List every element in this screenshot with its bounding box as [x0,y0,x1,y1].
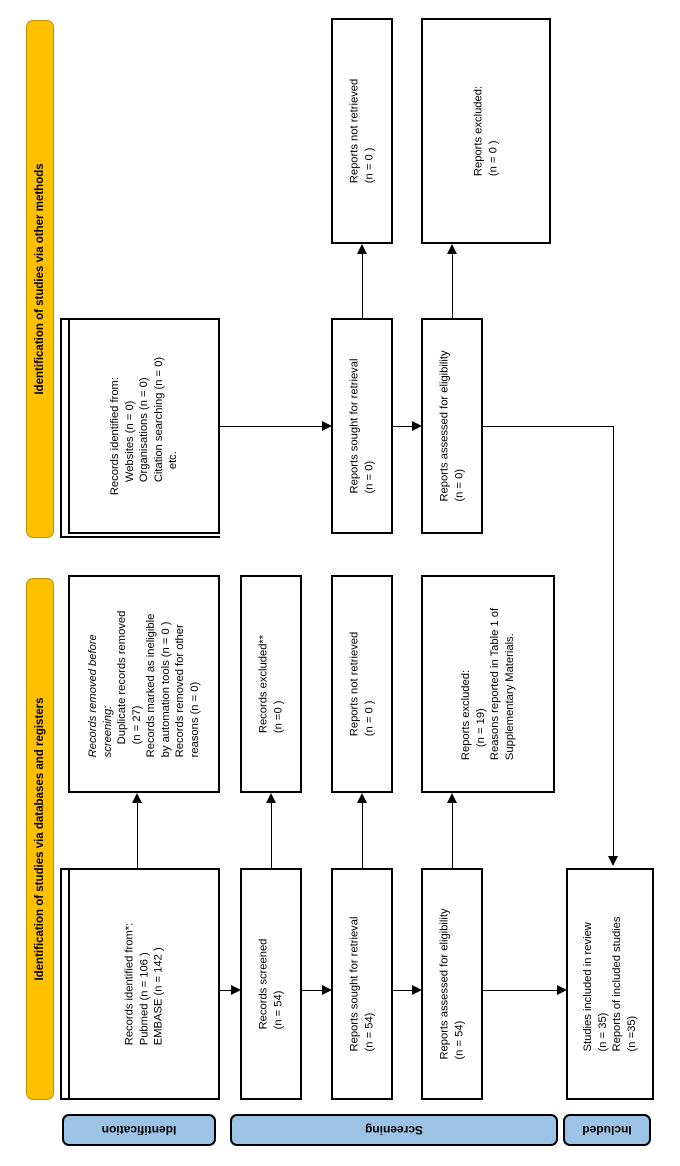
box-db-reports-not-retrieved-text: Reports not retrieved (n = 0 ) [348,631,376,737]
phase-bar-included-label: Included [582,1123,632,1137]
box-db-records-screened: Records screened (n = 54) [240,868,302,1100]
connector-db-assessed-to-included [483,990,559,991]
connector-db-screened-to-sought [302,990,324,991]
arrowhead-db-assessed-to-excluded [447,793,457,803]
box-other-records-identified: Records identified from: Websites (n = 0… [68,318,220,534]
box-other-reports-assessed-text: Reports assessed for eligibility (n = 0) [438,350,466,502]
phase-bar-included: Included [563,1114,651,1146]
connector-db-identified-to-removed [137,803,138,868]
box-other-reports-sought-text: Reports sought for retrieval (n = 0) [348,358,376,494]
connector-other-assessed-to-excluded [452,254,453,318]
phase-bar-screening-label: Screening [364,1123,424,1137]
connector-other-assessed-to-included-horizontal [483,426,613,427]
box-db-records-identified-text: Records identified from*: Pubmed (n = 10… [123,922,165,1046]
box-other-reports-assessed: Reports assessed for eligibility (n = 0) [421,318,483,534]
box-db-records-identified: Records identified from*: Pubmed (n = 10… [68,868,220,1100]
arrowhead-db-screened-to-excluded [266,793,276,803]
box-db-reports-assessed: Reports assessed for eligibility (n = 54… [421,868,483,1100]
box-other-reports-sought: Reports sought for retrieval (n = 0) [331,318,393,534]
connector-db-identified-to-screened [220,990,233,991]
box-db-records-removed-text: Records removed before screening: Duplic… [87,610,201,758]
arrowhead-other-identified-to-sought [322,421,332,431]
box-other-reports-excluded-text: Reports excluded: (n = 0 ) [472,85,500,177]
phase-bar-identification-label: Identification [101,1123,177,1137]
arrowhead-db-assessed-to-included [557,985,567,995]
phase-bar-screening: Screening [230,1114,558,1146]
box-db-included-studies: Studies included in review (n = 35) Repo… [566,868,654,1100]
phase-bar-identification: Identification [62,1114,216,1146]
box-db-reports-assessed-text: Reports assessed for eligibility (n = 54… [438,908,466,1060]
stage-header-databases-label: Identification of studies via databases … [34,697,46,981]
connector-db-screened-to-excluded [271,803,272,868]
box-db-records-excluded: Records excluded** (n =0 ) [240,575,302,793]
box-db-reports-not-retrieved: Reports not retrieved (n = 0 ) [331,575,393,793]
box-db-records-excluded-text: Records excluded** (n =0 ) [257,634,285,734]
stage-header-other-methods-label: Identification of studies via other meth… [34,163,46,395]
box-other-reports-not-retrieved: Reports not retrieved (n = 0 ) [331,18,393,244]
box-other-reports-not-retrieved-text: Reports not retrieved (n = 0 ) [348,78,376,184]
box-db-reports-excluded-text: Reports excluded: (n = 19) Reasons repor… [460,607,516,761]
arrowhead-db-sought-to-assessed [412,985,422,995]
box-db-reports-excluded: Reports excluded: (n = 19) Reasons repor… [421,575,555,793]
box-db-included-studies-text: Studies included in review (n = 35) Repo… [582,916,638,1052]
arrowhead-db-screened-to-sought [322,985,332,995]
box-db-records-screened-text: Records screened (n = 54) [257,938,285,1030]
connector-other-assessed-to-included-vertical [613,426,614,856]
arrowhead-db-identified-to-screened [231,985,241,995]
connector-other-identified-to-sought [220,426,324,427]
stage-header-other-methods: Identification of studies via other meth… [26,20,54,538]
box-db-records-removed: Records removed before screening: Duplic… [68,575,220,793]
stage-header-databases: Identification of studies via databases … [26,578,54,1100]
connector-other-sought-to-not-retrieved [362,254,363,318]
connector-db-sought-to-not-retrieved [362,803,363,868]
connector-db-assessed-to-excluded [452,803,453,868]
arrowhead-other-assessed-to-included [608,856,618,866]
box-other-reports-excluded: Reports excluded: (n = 0 ) [421,18,551,244]
box-db-reports-sought: Reports sought for retrieval (n = 54) [331,868,393,1100]
arrowhead-other-sought-to-not-retrieved [357,244,367,254]
arrowhead-db-sought-to-not-retrieved [357,793,367,803]
arrowhead-other-sought-to-assessed [412,421,422,431]
box-other-records-identified-text: Records identified from: Websites (n = 0… [108,356,179,496]
arrowhead-db-identified-to-removed [132,793,142,803]
box-db-reports-sought-text: Reports sought for retrieval (n = 54) [348,916,376,1052]
connector-other-sought-to-assessed [393,426,414,427]
arrowhead-other-assessed-to-excluded [447,244,457,254]
connector-db-sought-to-assessed [393,990,414,991]
